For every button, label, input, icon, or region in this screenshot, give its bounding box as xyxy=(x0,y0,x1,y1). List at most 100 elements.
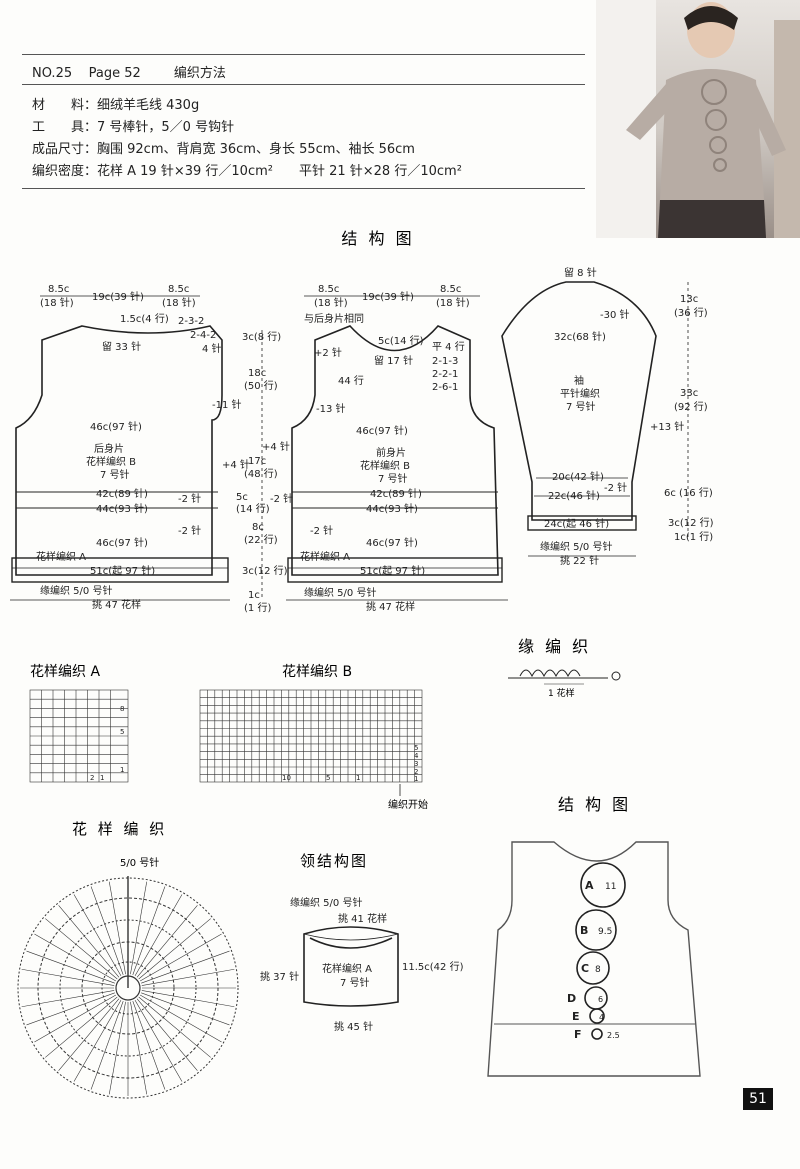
chart-a-col-2: 2 xyxy=(90,774,94,782)
front-pickup: 挑 47 花样 xyxy=(366,600,415,613)
header-bottom-rule xyxy=(22,188,585,189)
motif-hook: 5/0 号针 xyxy=(120,856,159,869)
chart-b-row-4: 4 xyxy=(414,752,419,760)
chart-a-row-1: 1 xyxy=(120,766,124,774)
sleeve-dec: -2 针 xyxy=(604,481,627,494)
circle-id-B: B xyxy=(580,924,588,937)
back-h-5: (48 行) xyxy=(244,467,278,480)
chart-b-col-10: 10 xyxy=(282,774,291,782)
pattern-number: NO.25 xyxy=(32,66,73,81)
back-neck-rows: 1.5c(4 行) xyxy=(120,312,169,325)
back-labels: 8.5c (18 针) 19c(39 针) 8.5c (18 针) 1.5c(4… xyxy=(36,284,288,614)
sleeve-h-3: 33c xyxy=(680,388,698,399)
back-h-6: 5c xyxy=(236,492,248,503)
front-needle: 7 号针 xyxy=(378,472,408,485)
sleeve-pickup: 挑 22 针 xyxy=(560,554,599,567)
method-heading: 编织方法 xyxy=(173,66,226,81)
front-pattern: 花样编织 B xyxy=(360,459,410,472)
size-line: 成品尺寸：胸围 92cm、背肩宽 36cm、身长 55cm、袖长 56cm xyxy=(32,142,415,157)
back-pattern: 花样编织 B xyxy=(86,455,136,468)
header-block: NO.25 Page 52 编织方法 材 料：细绒羊毛线 430g 工 具：7 … xyxy=(22,54,585,192)
sleeve-needle: 7 号针 xyxy=(566,400,596,413)
back-edge-crochet: 缘编织 5/0 号针 xyxy=(40,584,112,597)
back-neck-dec1: 2-3-2 xyxy=(178,316,204,327)
sleeve-stitch: 平针编织 xyxy=(560,387,600,400)
chart-a-title: 花样编织 A xyxy=(30,664,100,680)
edge-repeat: 1 花样 xyxy=(548,687,575,699)
chart-b-title: 花样编织 B xyxy=(282,664,352,680)
front-title: 前身片 xyxy=(376,446,406,459)
front-dec-1: -2 针 xyxy=(270,492,293,505)
circle-size-F: 2.5 xyxy=(607,1031,620,1040)
back-neck-width: 19c(39 针) xyxy=(92,290,144,303)
back-dec-armhole: -11 针 xyxy=(212,398,242,411)
back-neck-remain: 留 33 针 xyxy=(102,340,141,353)
back-h-2: 18c xyxy=(248,368,266,379)
front-row-1: 46c(97 针) xyxy=(356,424,408,437)
back-edge-pattern: 花样编织 A xyxy=(36,550,86,563)
chart-b-start: 编织开始 xyxy=(388,798,428,811)
front-cast-on: 51c(起 97 针) xyxy=(360,564,425,577)
collar-height: 11.5c(42 行) xyxy=(402,960,464,973)
back-shoulder-left: 8.5c xyxy=(48,284,69,295)
front-row-3: 44c(93 针) xyxy=(366,502,418,515)
front-piece xyxy=(287,325,503,583)
back-shoulder-right: 8.5c xyxy=(168,284,189,295)
chart-b-col-1: 1 xyxy=(356,774,360,782)
front-row-4: 46c(97 针) xyxy=(366,536,418,549)
back-shoulder-right-sts: (18 针) xyxy=(162,296,196,309)
edge-stitch-diagram xyxy=(508,669,621,685)
sleeve-h-6: 3c(12 行) xyxy=(668,516,714,529)
front-edge-pattern: 花样编织 A xyxy=(300,550,350,563)
sleeve-piece xyxy=(501,281,657,531)
motif-title: 花 样 编 织 xyxy=(72,820,167,838)
back-h-10: 3c(12 行) xyxy=(242,564,288,577)
front-neck-44rows: 44 行 xyxy=(338,374,364,387)
chart-a-numbers: 8 5 1 2 1 xyxy=(90,705,124,782)
front-dim-lines xyxy=(286,295,508,601)
collar-pattern: 花样编织 A xyxy=(322,962,372,975)
back-dec-2: -2 针 xyxy=(178,524,201,537)
sleeve-width: 32c(68 针) xyxy=(554,330,606,343)
circle-size-B: 9.5 xyxy=(598,927,612,937)
circle-size-C: 8 xyxy=(595,965,601,975)
front-neck-dec3: 2-6-1 xyxy=(432,382,458,393)
front-dec-armhole: -13 针 xyxy=(316,402,346,415)
collar-needle: 7 号针 xyxy=(340,976,370,989)
chart-b-row-2: 2 xyxy=(414,768,418,776)
circle-size-D: 6 xyxy=(598,995,603,1004)
circle-motif-C xyxy=(576,951,610,985)
circle-motif-D xyxy=(584,986,608,1010)
sleeve-row-2: 22c(46 针) xyxy=(548,489,600,502)
circle-id-A: A xyxy=(585,879,594,892)
back-title: 后身片 xyxy=(94,442,124,455)
sleeve-title: 袖 xyxy=(574,374,584,387)
page-ref: Page 52 xyxy=(88,66,141,81)
circle-motif-B xyxy=(575,909,617,951)
circle-motif-F xyxy=(591,1028,603,1040)
back-needle: 7 号针 xyxy=(100,468,130,481)
back-neck-dec2: 2-4-2 xyxy=(190,330,216,341)
back-h-12: (1 行) xyxy=(244,601,271,614)
back-row-2: 42c(89 针) xyxy=(96,487,148,500)
structure2-title: 结 构 图 xyxy=(558,795,631,814)
circle-id-C: C xyxy=(581,962,589,975)
back-pickup: 挑 47 花样 xyxy=(92,598,141,611)
front-edge-crochet: 缘编织 5/0 号针 xyxy=(304,586,376,599)
chart-b-row-1: 1 xyxy=(414,775,418,783)
chart-b-row-5: 5 xyxy=(414,744,418,752)
back-h-4: 17c xyxy=(248,456,266,467)
collar-pickup-side: 挑 37 针 xyxy=(260,970,299,983)
back-inc: +4 针 xyxy=(222,458,250,471)
back-row-3: 44c(93 针) xyxy=(96,502,148,515)
structure-title: 结 构 图 xyxy=(341,229,414,248)
front-shoulder-left-sts: (18 针) xyxy=(314,296,348,309)
front-neck-width: 19c(39 针) xyxy=(362,290,414,303)
collar-edge: 缘编织 5/0 号针 xyxy=(290,896,362,909)
front-shoulder-right-sts: (18 针) xyxy=(436,296,470,309)
front-neck-rows: 5c(14 行) xyxy=(378,334,424,347)
back-h-3: (50 行) xyxy=(244,379,278,392)
front-labels: 8.5c (18 针) 19c(39 针) 8.5c (18 针) 与后身片相同… xyxy=(262,284,470,613)
